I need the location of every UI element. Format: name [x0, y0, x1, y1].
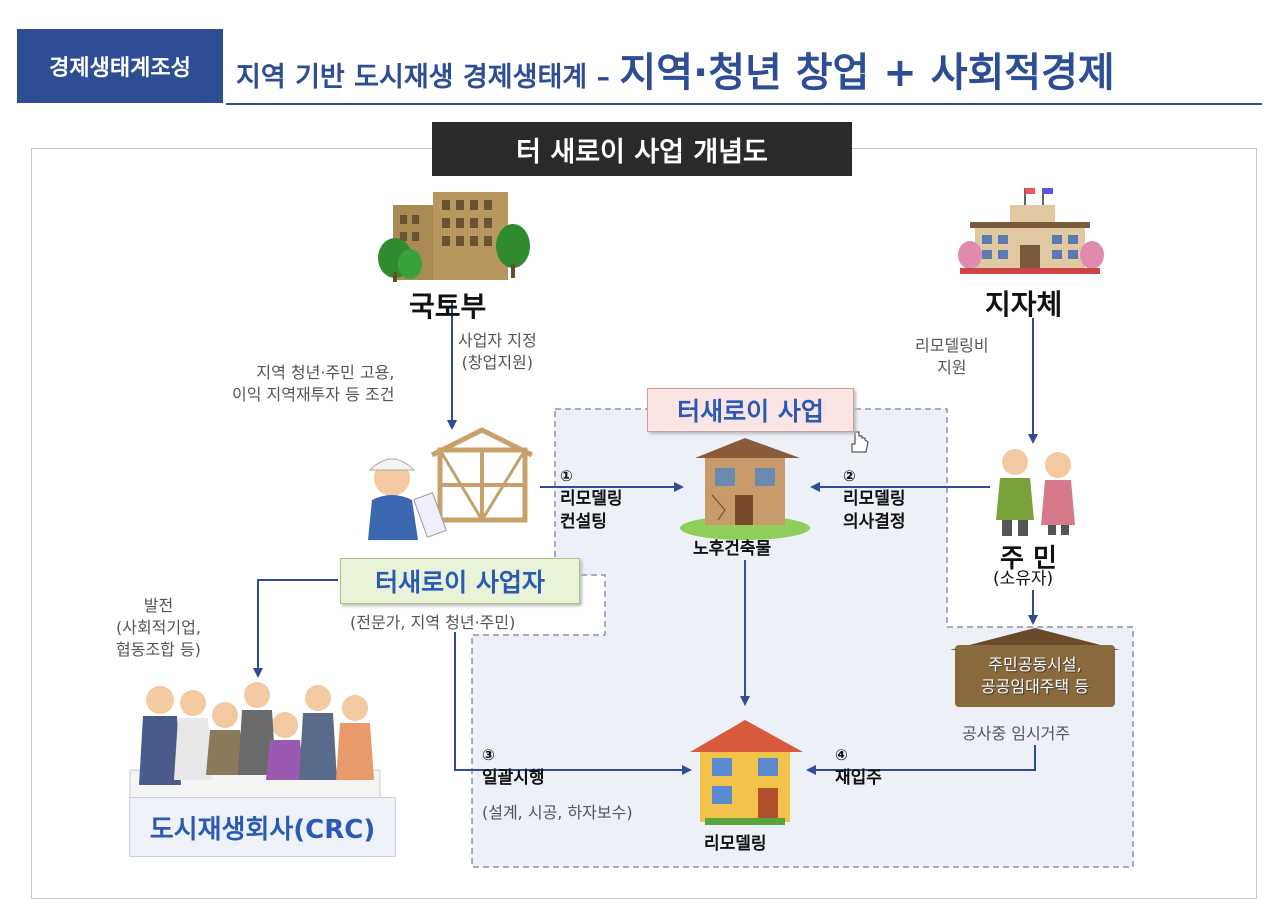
crc-people-illustration — [129, 682, 381, 801]
step2-label: ② 리모델링 의사결정 — [843, 467, 906, 532]
local-gov-label: 지자체 — [985, 288, 1063, 321]
local-gov-arrow-label: 리모델링비 지원 — [915, 336, 989, 377]
facility-caption: 공사중 임시거주 — [962, 724, 1071, 743]
operator-tag: 터새로이 사업자 — [340, 558, 580, 604]
step1-label: ① 리모델링 컨설팅 — [560, 467, 623, 532]
hand-cursor-icon — [851, 431, 869, 453]
arrow-step3 — [454, 632, 692, 775]
old-building-illustration — [680, 438, 810, 540]
remodel-label: 리모델링 — [704, 834, 767, 854]
remodeled-house-illustration — [690, 720, 803, 825]
diagram-title: 터 새로이 사업 개념도 — [432, 122, 852, 176]
operator-sub-label: (전문가, 지역 청년·주민) — [350, 613, 516, 632]
crc-tag: 도시재생회사(CRC) — [129, 797, 396, 857]
section-badge: 경제생태계조성 — [17, 29, 223, 103]
facility-roof — [950, 628, 1120, 650]
page-title: 지역 기반 도시재생 경제생태계 – 지역·청년 창업 + 사회적경제 — [236, 40, 1115, 98]
project-region — [471, 408, 1134, 868]
development-label: 발전 (사회적기업, 협동조합 등) — [116, 596, 201, 659]
step4-label: ④ 재입주 — [835, 746, 882, 788]
arrow-step4 — [806, 745, 1036, 775]
residents-sub-label: (소유자) — [993, 569, 1054, 589]
residents-label: 주 민 — [1000, 544, 1057, 574]
page-title-emphasis: 지역·청년 창업 + 사회적경제 — [619, 50, 1115, 96]
ministry-arrow-label: 사업자 지정 (창업지원) — [458, 331, 537, 372]
step3-label: ③ 일괄시행 — [482, 746, 545, 788]
page-title-prefix: 지역 기반 도시재생 경제생태계 – — [236, 62, 620, 93]
worker-illustration — [368, 427, 534, 540]
ministry-conditions: 지역 청년·주민 고용, 이익 지역재투자 등 조건 — [232, 363, 395, 404]
ministry-building-illustration — [378, 192, 530, 282]
arrow-operator-to-crc — [253, 579, 338, 678]
old-building-label: 노후건축물 — [693, 539, 772, 559]
project-tag: 터새로이 사업 — [647, 388, 854, 432]
local-gov-building-illustration — [958, 188, 1104, 274]
title-underline — [226, 103, 1262, 105]
facility-box: 주민공동시설, 공공임대주택 등 — [955, 645, 1115, 707]
residents-illustration — [996, 449, 1075, 536]
step3-sub-label: (설계, 시공, 하자보수) — [482, 803, 633, 822]
ministry-label: 국토부 — [409, 290, 487, 323]
